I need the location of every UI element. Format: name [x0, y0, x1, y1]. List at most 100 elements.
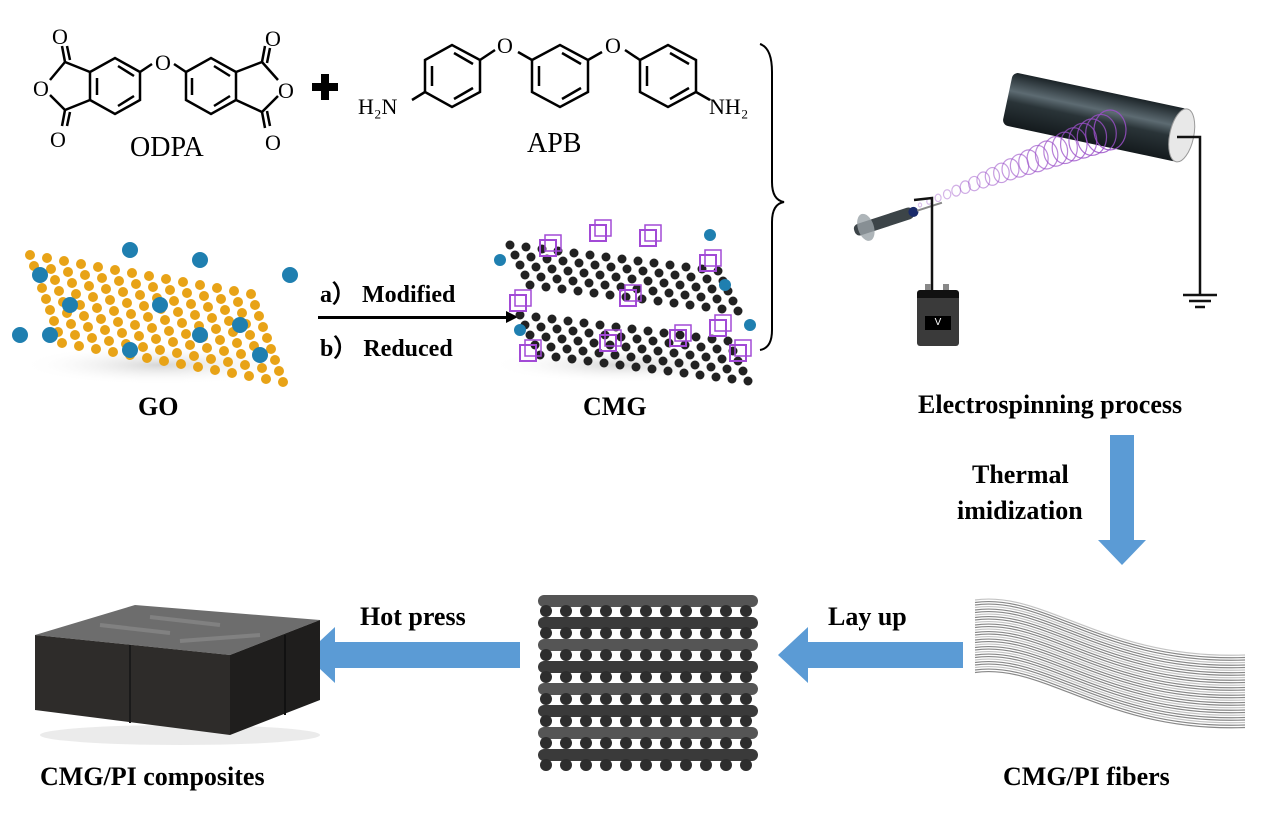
go-carbon-atom: [207, 313, 217, 323]
fiber-cross-section: [560, 693, 572, 705]
fiber-cross-section: [740, 605, 752, 617]
cmg-carbon-atom: [691, 282, 701, 292]
fiber-cross-section: [540, 737, 552, 749]
fiber-strand: [974, 598, 1246, 656]
cmg-carbon-atom: [637, 294, 647, 304]
fibers-label: CMG/PI fibers: [1003, 762, 1170, 791]
cmg-carbon-atom: [536, 322, 546, 332]
go-carbon-atom: [97, 273, 107, 283]
odpa-ring-o-left: O: [33, 76, 49, 101]
cmg-carbon-atom: [605, 290, 615, 300]
step-a-modified: a） Modified: [320, 282, 456, 308]
combine-brace: [759, 43, 785, 351]
fiber-cross-section: [740, 693, 752, 705]
cmg-carbon-atom: [632, 334, 642, 344]
cmg-carbon-atom: [653, 346, 663, 356]
fiber-cross-section: [600, 649, 612, 661]
go-carbon-atom: [104, 336, 114, 346]
oxygen-group-atom: [494, 254, 506, 266]
cmg-carbon-atom: [670, 270, 680, 280]
cmg-carbon-atom: [579, 318, 589, 328]
go-carbon-atom: [233, 297, 243, 307]
go-carbon-atom: [223, 357, 233, 367]
oxygen-group-atom: [282, 267, 298, 283]
fiber-layer: [538, 683, 758, 695]
fiber-cross-section: [580, 759, 592, 771]
go-carbon-atom: [143, 312, 153, 322]
cmg-carbon-atom: [649, 258, 659, 268]
fiber-jet-loop: [1085, 113, 1117, 154]
power-supply-display: V: [925, 316, 951, 330]
go-carbon-atom: [79, 311, 89, 321]
go-carbon-atom: [164, 326, 174, 336]
fiber-jet-loop: [993, 162, 1010, 184]
cmg-carbon-atom: [711, 372, 721, 382]
fiber-cross-section: [700, 759, 712, 771]
fiber-jet-loop: [942, 189, 952, 200]
fiber-strand: [974, 638, 1246, 696]
fiber-cross-section: [620, 605, 632, 617]
go-carbon-atom: [67, 278, 77, 288]
go-carbon-atom: [87, 333, 97, 343]
oxygen-group-atom: [252, 347, 268, 363]
go-carbon-atom: [224, 316, 234, 326]
cmg-carbon-atom: [585, 250, 595, 260]
go-carbon-atom: [185, 340, 195, 350]
go-carbon-atom: [193, 362, 203, 372]
fiber-cross-section: [660, 627, 672, 639]
fiber-cross-section: [560, 737, 572, 749]
fiber-jet-loop: [1059, 127, 1088, 162]
go-carbon-atom: [206, 354, 216, 364]
fiber-jet-loop: [976, 171, 991, 189]
fiber-jet-loop: [1093, 109, 1127, 151]
fiber-cross-section: [620, 693, 632, 705]
cmg-carbon-atom: [584, 328, 594, 338]
cmg-carbon-atom: [701, 302, 711, 312]
cmg-carbon-atom: [648, 336, 658, 346]
go-carbon-atom: [59, 256, 69, 266]
poss-cube: [539, 239, 557, 257]
cmg-carbon-atom: [583, 356, 593, 366]
go-carbon-atom: [114, 276, 124, 286]
fiber-cross-section: [600, 605, 612, 617]
fiber-cross-section: [640, 671, 652, 683]
cmg-carbon-atom: [505, 240, 515, 250]
reaction-arrowhead: [506, 311, 518, 323]
poss-cube-back: [544, 234, 562, 252]
cmg-carbon-atom: [727, 374, 737, 384]
fiber-strand: [974, 643, 1246, 701]
go-carbon-atom: [100, 325, 110, 335]
fiber-cross-section: [600, 627, 612, 639]
go-carbon-atom: [92, 303, 102, 313]
fiber-cross-section: [560, 671, 572, 683]
fiber-cross-section: [640, 737, 652, 749]
cmg-carbon-atom: [695, 370, 705, 380]
go-carbon-atom: [91, 344, 101, 354]
fiber-cross-section: [700, 627, 712, 639]
fiber-cross-section: [540, 693, 552, 705]
go-carbon-atom: [161, 274, 171, 284]
cmg-carbon-atom: [653, 296, 663, 306]
fiber-cross-section: [700, 605, 712, 617]
go-carbon-atom: [57, 338, 67, 348]
fiber-strand: [974, 668, 1246, 726]
go-carbon-atom: [203, 302, 213, 312]
go-carbon-atom: [135, 290, 145, 300]
fiber-cross-section: [580, 693, 592, 705]
poss-cube-back: [734, 339, 752, 357]
go-carbon-atom: [219, 346, 229, 356]
oxygen-group-atom: [719, 279, 731, 291]
fiber-strand: [974, 608, 1246, 666]
fiber-cross-section: [720, 759, 732, 771]
cmg-carbon-atom: [600, 280, 610, 290]
go-carbon-atom: [250, 300, 260, 310]
cmg-carbon-atom: [590, 260, 600, 270]
cmg-carbon-atom: [552, 324, 562, 334]
fiber-cross-section: [600, 715, 612, 727]
oxygen-group-atom: [514, 324, 526, 336]
fiber-jet-loop: [1043, 135, 1069, 167]
cmg-carbon-atom: [568, 326, 578, 336]
cmg-carbon-atom: [601, 252, 611, 262]
cmg-sheets-illustration: [490, 219, 756, 386]
power-supply: V: [917, 284, 959, 346]
